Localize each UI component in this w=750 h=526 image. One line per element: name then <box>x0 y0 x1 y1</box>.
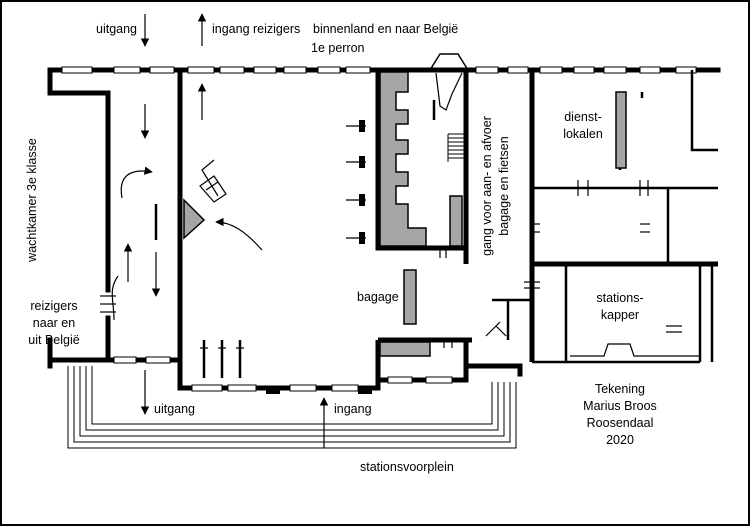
label-tekening-3: Roosendaal <box>587 416 654 430</box>
label-kapper-1: stations- <box>596 291 643 305</box>
label-tekening-1: Tekening <box>595 382 645 396</box>
forecourt-outline <box>67 366 517 449</box>
fixtures <box>183 71 627 357</box>
label-reizigers-2: naar en <box>33 316 75 330</box>
label-ingang-bottom: ingang <box>334 402 372 416</box>
label-reizigers-1: reizigers <box>30 299 77 313</box>
labels: uitgang ingang reizigers binnenland en n… <box>25 22 657 474</box>
bench-ticks <box>200 125 366 349</box>
label-bagage: bagage <box>357 290 399 304</box>
label-dienst-2: lokalen <box>563 127 603 141</box>
stairs <box>447 133 466 162</box>
label-dienst-1: dienst- <box>564 110 602 124</box>
top-windows <box>61 66 697 74</box>
label-perron: 1e perron <box>311 41 365 55</box>
label-uitgang-bottom: uitgang <box>154 402 195 416</box>
door-block-left <box>266 386 280 394</box>
bottom-windows <box>113 356 453 392</box>
bench-posts <box>359 120 365 244</box>
door-block-right <box>358 386 372 394</box>
label-ingang-top: ingang reizigers <box>212 22 300 36</box>
benches <box>154 92 644 378</box>
label-kapper-2: kapper <box>601 308 639 322</box>
label-reizigers-3: uit België <box>28 333 79 347</box>
label-tekening-2: Marius Broos <box>583 399 657 413</box>
label-voorplein: stationsvoorplein <box>360 460 454 474</box>
flow-arrows <box>111 13 329 448</box>
interior-walls <box>177 70 718 380</box>
kapper-chairs <box>570 343 700 357</box>
label-gang-2: bagage en fietsen <box>497 136 511 235</box>
thin-walls <box>492 70 718 364</box>
label-binnenland: binnenland en naar België <box>313 22 458 36</box>
label-uitgang-top: uitgang <box>96 22 137 36</box>
label-gang-1: gang voor aan- en afvoer <box>480 116 494 256</box>
label-tekening-4: 2020 <box>606 433 634 447</box>
barrier <box>435 72 463 111</box>
perron-bump <box>429 53 469 71</box>
label-wachtkamer: wachtkamer 3e klasse <box>25 138 39 263</box>
